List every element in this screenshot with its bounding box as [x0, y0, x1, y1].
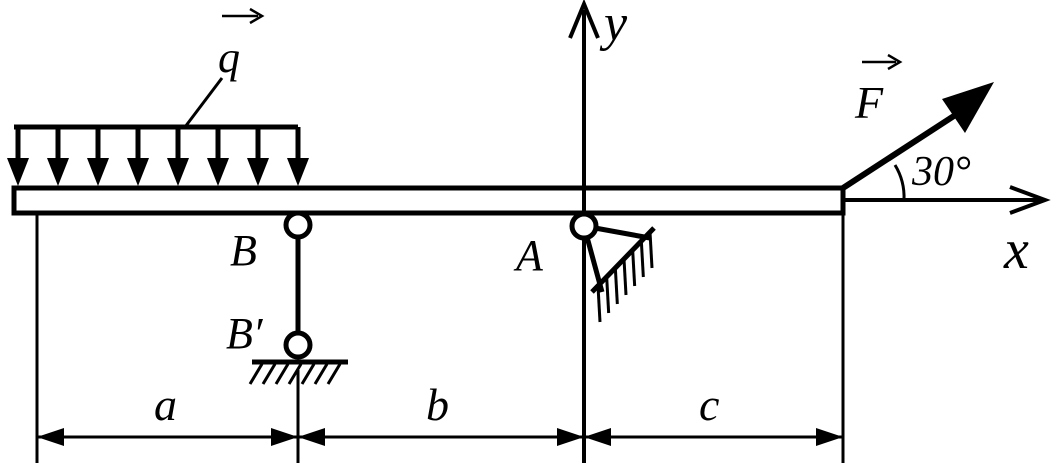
load-arrow-head [87, 158, 109, 186]
distributed-load: q [7, 7, 309, 186]
hinge-B-prime [283, 330, 313, 360]
load-arrow-head [127, 158, 149, 186]
angle-arc [893, 164, 906, 201]
load-arrow-head [287, 158, 309, 186]
B-prime-label: B′ [226, 309, 264, 358]
force-arrowhead [942, 82, 994, 133]
hatch-line [287, 363, 303, 385]
load-arrow-head [7, 158, 29, 186]
dim-b-label: b [426, 379, 449, 430]
x-axis: x [843, 185, 1051, 281]
hatch-line [639, 240, 645, 278]
dimensions: a b c [35, 213, 845, 463]
support-A: A [513, 211, 656, 323]
ground-hatch-B [248, 363, 342, 385]
load-arrow-head [167, 158, 189, 186]
dim-c-label: c [699, 379, 719, 430]
hatch-line [326, 363, 342, 385]
q-leader-line [183, 77, 224, 128]
hatch-line [274, 363, 290, 385]
dim-a-label: a [154, 379, 177, 430]
support-B: B B′ [226, 210, 348, 385]
y-axis-label: y [599, 0, 628, 52]
hatch-line [622, 258, 628, 296]
hatch-line [248, 363, 264, 385]
q-label: q [218, 33, 240, 82]
angle-label: 30° [911, 149, 971, 195]
hinge-A [569, 211, 599, 241]
F-label: F [854, 77, 884, 128]
hinge-B [283, 210, 313, 240]
hatch-line [605, 276, 611, 314]
hatch-line [596, 285, 602, 323]
A-label: A [513, 231, 544, 280]
hatch-line [261, 363, 277, 385]
hatch-line [648, 231, 654, 269]
hatch-line [613, 267, 619, 305]
B-label: B [230, 226, 257, 275]
hatch-line [313, 363, 329, 385]
hatch-line [300, 363, 316, 385]
ground-hatch-A [596, 231, 654, 323]
load-arrows [7, 127, 309, 186]
y-axis: y [568, 0, 628, 463]
load-arrow-head [207, 158, 229, 186]
hatch-line [631, 249, 637, 287]
x-axis-label: x [1003, 219, 1029, 281]
beam [11, 185, 846, 216]
load-arrow-head [247, 158, 269, 186]
force-F: F 30° [841, 53, 994, 201]
load-arrow-head [47, 158, 69, 186]
